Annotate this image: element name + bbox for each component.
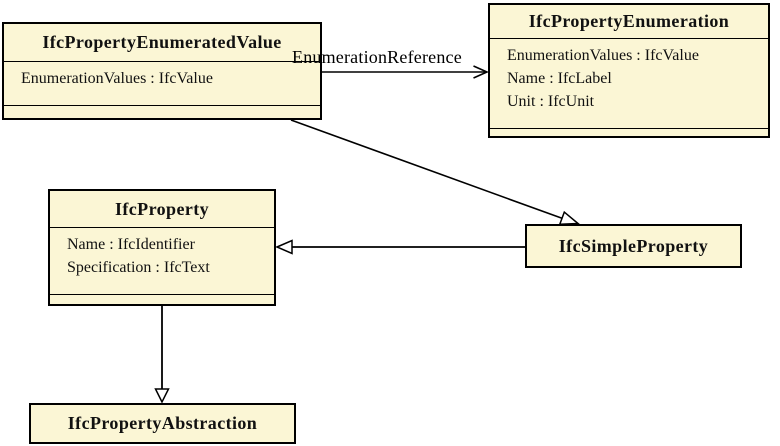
attribute-line: EnumerationValues : IfcValue [507, 47, 699, 64]
class-name: IfcPropertyEnumeratedValue [4, 24, 320, 62]
generalization-to-ifc-property [275, 239, 525, 255]
class-box-ifc-property-enumeration[interactable]: IfcPropertyEnumeration EnumerationValues… [488, 3, 770, 138]
class-box-ifc-simple-property[interactable]: IfcSimpleProperty [525, 224, 742, 268]
attribute-line: Name : IfcIdentifier [67, 236, 195, 253]
association-label: EnumerationReference [292, 47, 462, 67]
open-arrowhead-icon [473, 65, 489, 79]
attributes-compartment: Name : IfcIdentifier Specification : Ifc… [50, 228, 274, 295]
hollow-triangle-arrowhead-icon [154, 388, 170, 404]
attributes-compartment: EnumerationValues : IfcValue Name : IfcL… [490, 39, 768, 129]
operations-compartment-empty [4, 106, 320, 118]
class-box-ifc-property-enumerated-value[interactable]: IfcPropertyEnumeratedValue EnumerationVa… [2, 22, 322, 120]
hollow-triangle-arrowhead-icon [275, 239, 293, 255]
class-name: IfcProperty [50, 191, 274, 228]
association-enumeration-reference [322, 65, 489, 79]
class-box-ifc-property-abstraction[interactable]: IfcPropertyAbstraction [29, 403, 296, 444]
generalization-to-property-abstraction [154, 306, 170, 404]
hollow-triangle-arrowhead-icon [558, 210, 580, 225]
attributes-compartment: EnumerationValues : IfcValue [4, 62, 320, 106]
attribute-line: EnumerationValues : IfcValue [21, 70, 213, 87]
attribute-line: Name : IfcLabel [507, 70, 612, 87]
class-name: IfcPropertyAbstraction [67, 413, 258, 433]
attribute-line: Specification : IfcText [67, 259, 210, 276]
class-name: IfcSimpleProperty [558, 235, 709, 256]
operations-compartment-empty [490, 129, 768, 136]
class-box-ifc-property[interactable]: IfcProperty Name : IfcIdentifier Specifi… [48, 189, 276, 306]
attribute-line: Unit : IfcUnit [507, 93, 595, 110]
class-name: IfcPropertyEnumeration [490, 5, 768, 39]
operations-compartment-empty [50, 295, 274, 304]
